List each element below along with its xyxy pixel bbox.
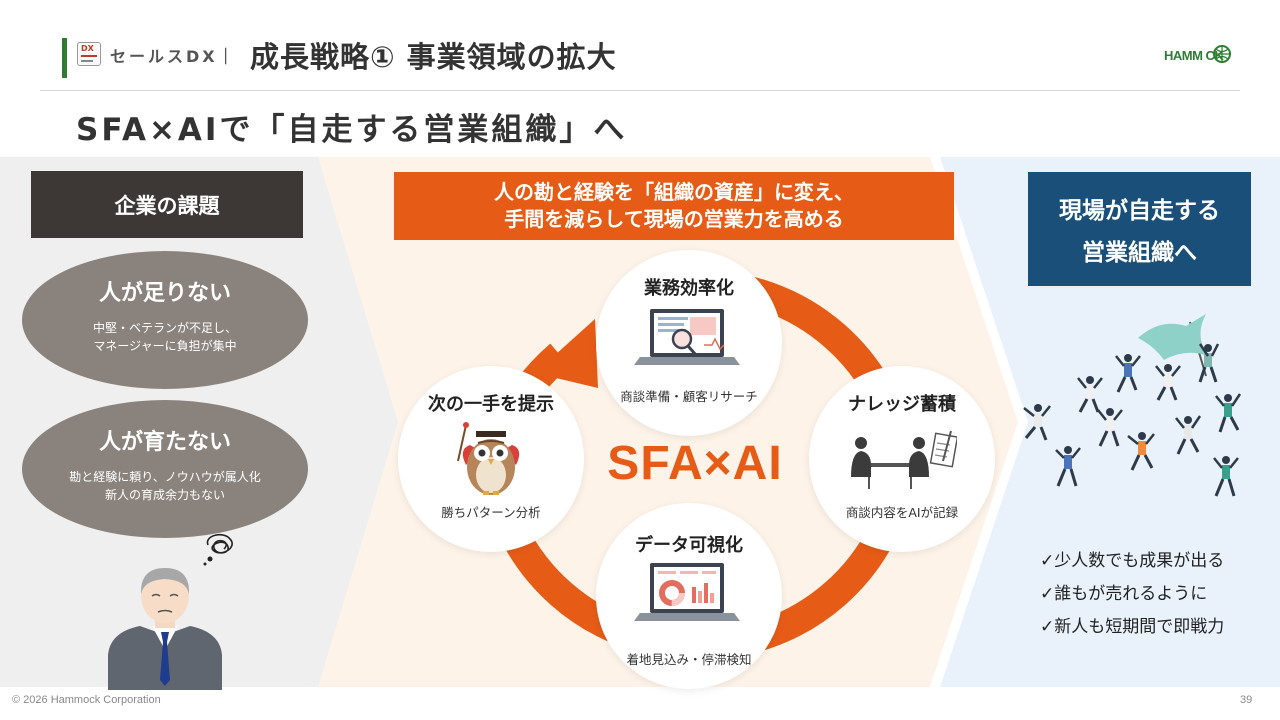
section-label: セールスDX｜	[110, 47, 237, 66]
issue-line: マネージャーに負担が集中	[93, 339, 237, 353]
benefit-checklist: ✓少人数でも成果が出る ✓誰もが売れるように ✓新人も短期間で即戦力	[1040, 545, 1224, 644]
cycle-node-visualization: データ可視化 着地見込み・停滞検知	[596, 503, 782, 689]
sales-dx-icon: DX	[77, 42, 101, 66]
sfa-ai-core-label: SFA×AI	[607, 437, 783, 490]
issue-heading: 人が足りない	[98, 281, 231, 306]
benefit-item: ✓少人数でも成果が出る	[1040, 551, 1225, 571]
issue-line: 中堅・ベテランが不足し、	[92, 321, 237, 335]
laptop-dashboard-icon	[634, 563, 740, 621]
issue-heading: 人が育たない	[98, 430, 231, 455]
goal-line: 営業組織へ	[1082, 240, 1197, 266]
cycle-node-efficiency: 業務効率化 商談準備・顧客リサーチ	[596, 250, 782, 436]
header-divider	[40, 90, 1240, 91]
cycle-arrowhead	[535, 319, 598, 388]
issue-line: 新人の育成余力もない	[104, 488, 225, 502]
owl-teacher-icon	[457, 422, 520, 495]
node-caption: 商談準備・顧客リサーチ	[620, 389, 758, 404]
node-caption: 着地見込み・停滞検知	[626, 652, 752, 667]
dx-icon-label: DX	[81, 44, 94, 53]
issue-line: 勘と経験に頼り、ノウハウが属人化	[69, 470, 261, 484]
node-heading: ナレッジ蓄積	[848, 394, 956, 415]
solution-banner: 人の勘と経験を「組織の資産」に変え、 手間を減らして現場の営業力を高める	[394, 172, 954, 240]
worried-businessman-icon	[108, 568, 222, 690]
goal-box: 現場が自走する 営業組織へ	[1028, 172, 1251, 286]
worry-scribble-icon	[203, 533, 233, 566]
slide-subtitle: SFA×AIで「自走する営業組織」へ	[76, 112, 628, 148]
slide-header: DX セールスDX｜ 成長戦略① 事業領域の拡大 HAMM CK	[0, 0, 1280, 90]
issue-ellipse-shortage: 人が足りない 中堅・ベテランが不足し、 マネージャーに負担が集中	[22, 251, 308, 389]
banner-line: 人の勘と経験を「組織の資産」に変え、	[494, 180, 854, 204]
cycle-node-knowledge: ナレッジ蓄積 商談内容をAIが記録	[809, 366, 995, 552]
cycle-node-next-action: 次の一手を提示 勝ちパターン分析	[398, 366, 584, 552]
banner-line: 手間を減らして現場の営業力を高める	[504, 207, 844, 231]
node-caption: 商談内容をAIが記録	[845, 505, 959, 520]
page-title: 成長戦略① 事業領域の拡大	[250, 40, 617, 74]
header-accent-bar	[62, 38, 67, 78]
benefit-item: ✓新人も短期間で即戦力	[1040, 617, 1225, 637]
page-number: 39	[1240, 694, 1253, 706]
node-heading: データ可視化	[635, 535, 743, 556]
goal-line: 現場が自走する	[1059, 198, 1220, 224]
meeting-notes-icon	[851, 430, 957, 489]
issue-ellipse-growth: 人が育たない 勘と経験に頼り、ノウハウが属人化 新人の育成余力もない	[22, 400, 308, 538]
copyright-text: © 2026 Hammock Corporation	[12, 694, 161, 706]
node-caption: 勝ちパターン分析	[441, 505, 541, 520]
logo-text: HAMM CK	[1164, 48, 1224, 63]
cheering-team-illustration	[1023, 314, 1242, 497]
node-heading: 次の一手を提示	[428, 394, 554, 415]
laptop-search-icon	[634, 309, 740, 365]
hammock-logo: HAMM CK	[1162, 41, 1248, 69]
node-heading: 業務効率化	[644, 278, 734, 299]
issues-title: 企業の課題	[31, 171, 303, 238]
benefit-item: ✓誰もが売れるように	[1040, 584, 1208, 604]
